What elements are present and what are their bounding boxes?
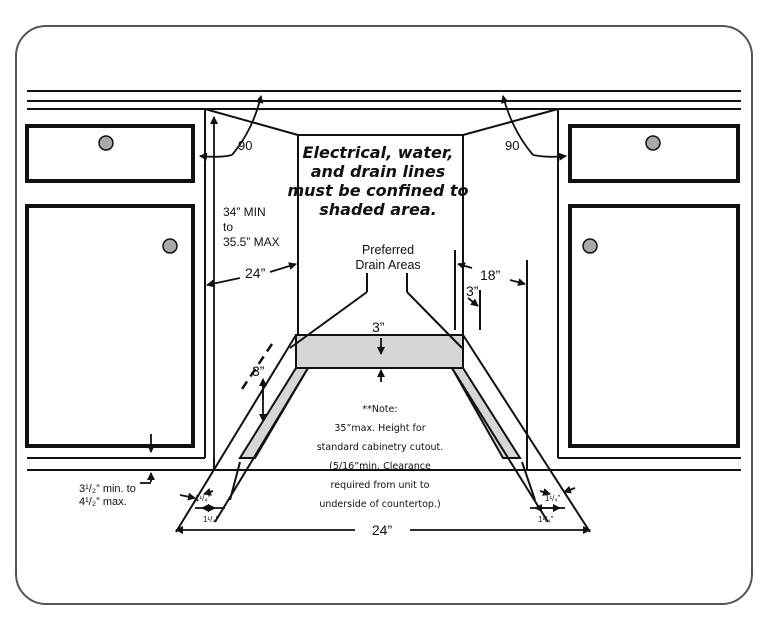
note-line-5: required from unit to: [331, 480, 430, 491]
width-left-label: 24”: [245, 265, 266, 281]
quarter-right-upper-label: 1¹/₄”: [545, 494, 561, 503]
side-depth-label: 3”: [252, 363, 265, 379]
note-line-2: 35”max. Height for: [334, 423, 425, 434]
bottom-width-label: 24”: [372, 522, 393, 538]
title-block: Electrical, water, and drain lines must …: [287, 143, 468, 219]
title-line-3: must be confined to: [287, 181, 468, 200]
left-drawer: [25, 124, 195, 183]
drain-label-line-2: Drain Areas: [355, 258, 420, 272]
note-line-6: underside of countertop.): [319, 499, 440, 510]
title-line-1: Electrical, water,: [303, 143, 454, 162]
right-door: [568, 204, 740, 448]
note-line-4: (5/16”min. Clearance: [329, 461, 431, 472]
height-label-line-2: to: [223, 220, 233, 234]
countertop: [27, 90, 741, 110]
dimension-arrows: [140, 95, 591, 534]
toe-kick-line-2: 4¹/₂” max.: [79, 496, 127, 508]
note-block: **Note: 35”max. Height for standard cabi…: [317, 404, 444, 510]
note-line-1: **Note:: [362, 404, 397, 415]
note-line-3: standard cabinetry cutout.: [317, 442, 444, 453]
floor-outline: [175, 250, 591, 533]
drain-label-line-1: Preferred: [362, 243, 414, 257]
offset-right-label: 3”: [466, 283, 479, 299]
angle-left-label: 90: [238, 138, 252, 153]
right-cabinet: [557, 109, 741, 459]
title-line-4: shaded area.: [319, 200, 436, 219]
width-right-label: 18”: [480, 267, 501, 283]
shaded-depth-label: 3”: [372, 319, 385, 335]
quarter-right-lower-label: 1¹/₄”: [538, 515, 554, 524]
quarter-left-lower-label: 1¹/₄”: [203, 515, 219, 524]
title-line-2: and drain lines: [311, 162, 446, 181]
left-cabinet: [25, 109, 206, 459]
toe-kick-line-1: 3¹/₂” min. to: [79, 483, 136, 495]
right-drawer-knob: [645, 135, 661, 151]
left-door-knob: [162, 238, 178, 254]
quarter-left-upper-label: 1¹/₄”: [195, 494, 211, 503]
right-door-knob: [582, 238, 598, 254]
right-drawer: [568, 124, 740, 183]
drain-leader-lines: [289, 273, 463, 349]
left-drawer-knob: [98, 135, 114, 151]
height-label-line-1: 34” MIN: [223, 205, 266, 219]
angle-right-label: 90: [505, 138, 519, 153]
dashed-guide: [238, 343, 274, 393]
height-label-line-3: 35.5” MAX: [223, 235, 280, 249]
